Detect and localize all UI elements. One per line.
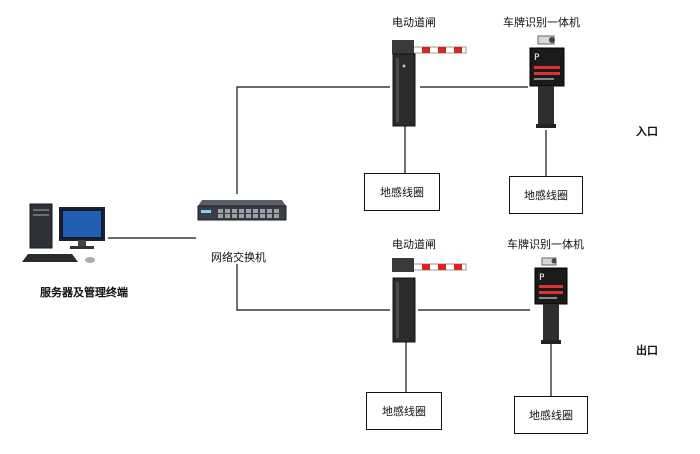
exit-camera-label: 车牌识别一体机 [507, 238, 584, 251]
entry-loop-right: 地感线圈 [509, 176, 583, 214]
lpr-camera-icon: P [534, 257, 568, 344]
entry-label: 入口 [636, 125, 658, 138]
exit-barrier-label: 电动道闸 [392, 238, 436, 251]
switch-exit-line [236, 264, 390, 311]
entry-loop-left-label: 地感线圈 [380, 186, 424, 199]
computer-icon [22, 203, 105, 263]
exit-loop-left: 地感线圈 [366, 392, 442, 430]
switch-label: 网络交换机 [211, 251, 266, 264]
exit-loop-left-label: 地感线圈 [382, 405, 426, 418]
exit-barrier-gate [386, 254, 468, 344]
entry-loop-right-label: 地感线圈 [524, 189, 568, 202]
switch-entry-line [236, 86, 390, 194]
server-computer [20, 200, 110, 270]
entry-barrier-label: 电动道闸 [392, 16, 436, 29]
server-label: 服务器及管理终端 [40, 286, 128, 299]
svg-text:P: P [539, 273, 545, 283]
network-switch-icon [197, 200, 287, 221]
network-switch [196, 194, 288, 228]
svg-text:P: P [534, 53, 540, 63]
exit-loop-right-label: 地感线圈 [529, 409, 573, 422]
entry-loop-left: 地感线圈 [364, 173, 440, 211]
exit-loop-right: 地感线圈 [514, 396, 588, 434]
exit-lpr-camera: P [530, 254, 574, 348]
exit-label: 出口 [636, 344, 658, 357]
barrier-gate-icon [392, 258, 467, 343]
entry-barrier-gate [386, 36, 468, 128]
entry-lpr-camera: P [524, 32, 570, 132]
entry-camera-label: 车牌识别一体机 [503, 16, 580, 29]
barrier-gate-icon [392, 40, 467, 127]
lpr-camera-icon: P [529, 35, 565, 128]
